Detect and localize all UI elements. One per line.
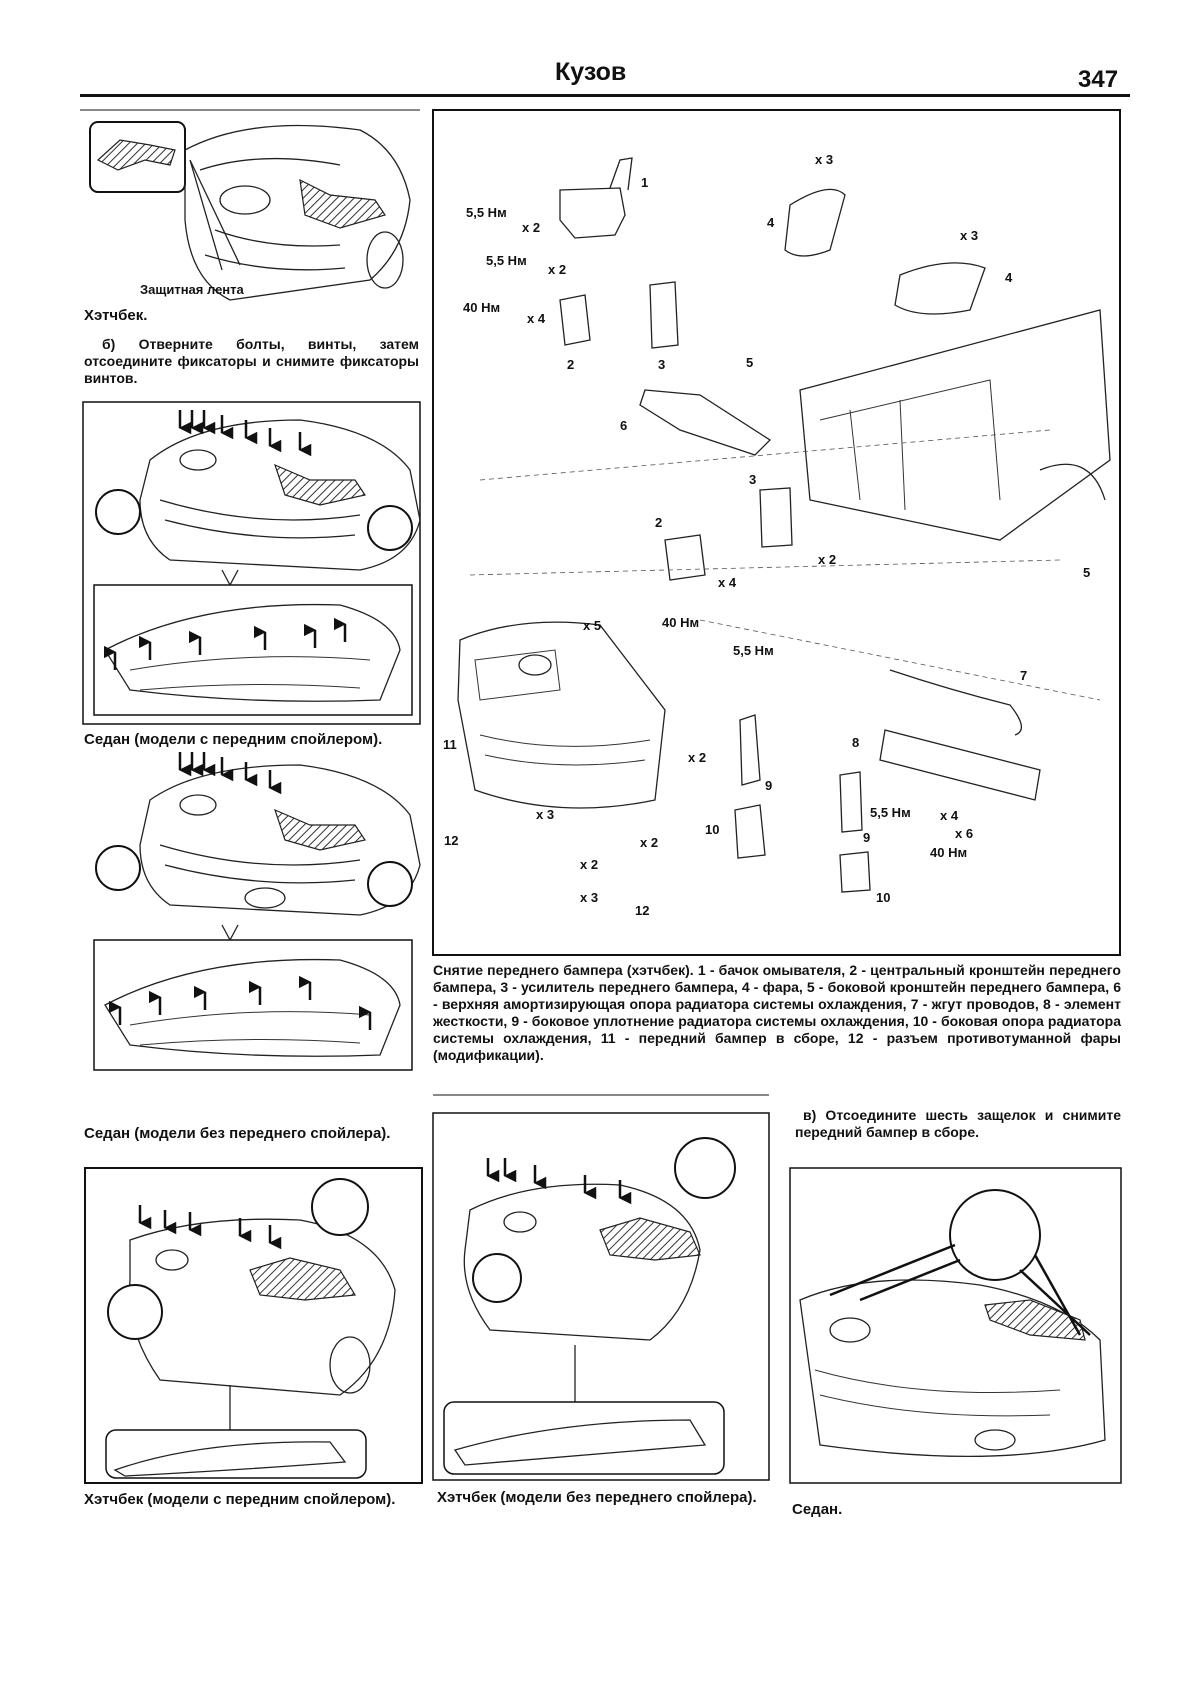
part-number: 4 — [767, 215, 775, 230]
part-number: 9 — [765, 778, 773, 793]
qty-label: x 5 — [583, 618, 602, 633]
qty-label: x 2 — [640, 835, 659, 850]
step-b-text: б) Отверните болты, винты, затем отсоеди… — [84, 336, 419, 386]
qty-label: x 6 — [955, 826, 974, 841]
part-number: 5 — [746, 355, 754, 370]
part-number: 3 — [658, 357, 666, 372]
figure-hatch-spoiler — [84, 1167, 423, 1484]
part-number: 5 — [1083, 565, 1091, 580]
torque-label: 5,5 Нм — [733, 643, 774, 658]
tape-label: Защитная лента — [140, 282, 244, 297]
figure-sedan-spoiler — [82, 401, 421, 725]
page-number: 347 — [1078, 66, 1119, 93]
torque-label: 40 Нм — [930, 845, 968, 860]
torque-label: 40 Нм — [662, 615, 700, 630]
part-number: 7 — [1020, 668, 1028, 683]
part-number: 10 — [705, 822, 720, 837]
qty-label: x 3 — [815, 152, 834, 167]
part-number: 2 — [567, 357, 575, 372]
qty-label: x 2 — [818, 552, 837, 567]
part-number: 8 — [852, 735, 860, 750]
exploded-caption: Снятие переднего бампера (хэтчбек). 1 - … — [433, 962, 1121, 1063]
step-v-text: в) Отсоедините шесть защелок и снимите п… — [795, 1107, 1121, 1140]
figure-sedan-no-spoiler — [93, 752, 421, 1071]
caption-hatch-spoiler: Хэтчбек (модели с передним спойлером). — [84, 1491, 396, 1508]
figure-hatchback-tape — [89, 121, 411, 301]
part-number: 1 — [641, 175, 649, 190]
qty-label: x 3 — [960, 228, 979, 243]
torque-label: 5,5 Нм — [466, 205, 507, 220]
page-title: Кузов — [555, 58, 627, 86]
part-number: 11 — [443, 737, 457, 752]
caption-hatchback: Хэтчбек. — [84, 307, 148, 324]
part-number: 3 — [749, 472, 757, 487]
part-number: 4 — [1005, 270, 1013, 285]
qty-label: x 4 — [718, 575, 737, 590]
part-number: 12 — [444, 833, 459, 848]
qty-label: x 4 — [940, 808, 959, 823]
torque-label: 5,5 Нм — [486, 253, 527, 268]
part-number: 2 — [655, 515, 663, 530]
qty-label: x 2 — [522, 220, 541, 235]
figure-exploded-view — [432, 109, 1121, 956]
part-number: 6 — [620, 418, 628, 433]
qty-label: x 2 — [548, 262, 567, 277]
qty-label: x 2 — [688, 750, 707, 765]
torque-label: 40 Нм — [463, 300, 501, 315]
caption-hatch-no-spoiler: Хэтчбек (модели без переднего спойлера). — [437, 1489, 757, 1506]
part-number: 9 — [863, 830, 871, 845]
qty-label: x 4 — [527, 311, 546, 326]
qty-label: x 2 — [580, 857, 599, 872]
caption-sedan-no-spoiler: Седан (модели без переднего спойлера). — [84, 1125, 391, 1142]
figure-sedan-clips — [789, 1167, 1122, 1484]
qty-label: x 3 — [580, 890, 599, 905]
qty-label: x 3 — [536, 807, 555, 822]
torque-label: 5,5 Нм — [870, 805, 911, 820]
header-rule — [80, 94, 1130, 97]
part-number: 12 — [635, 903, 650, 918]
caption-sedan: Седан. — [792, 1501, 843, 1518]
caption-sedan-spoiler: Седан (модели с передним спойлером). — [84, 731, 383, 748]
figure-hatch-no-spoiler — [432, 1112, 770, 1481]
part-number: 10 — [876, 890, 891, 905]
